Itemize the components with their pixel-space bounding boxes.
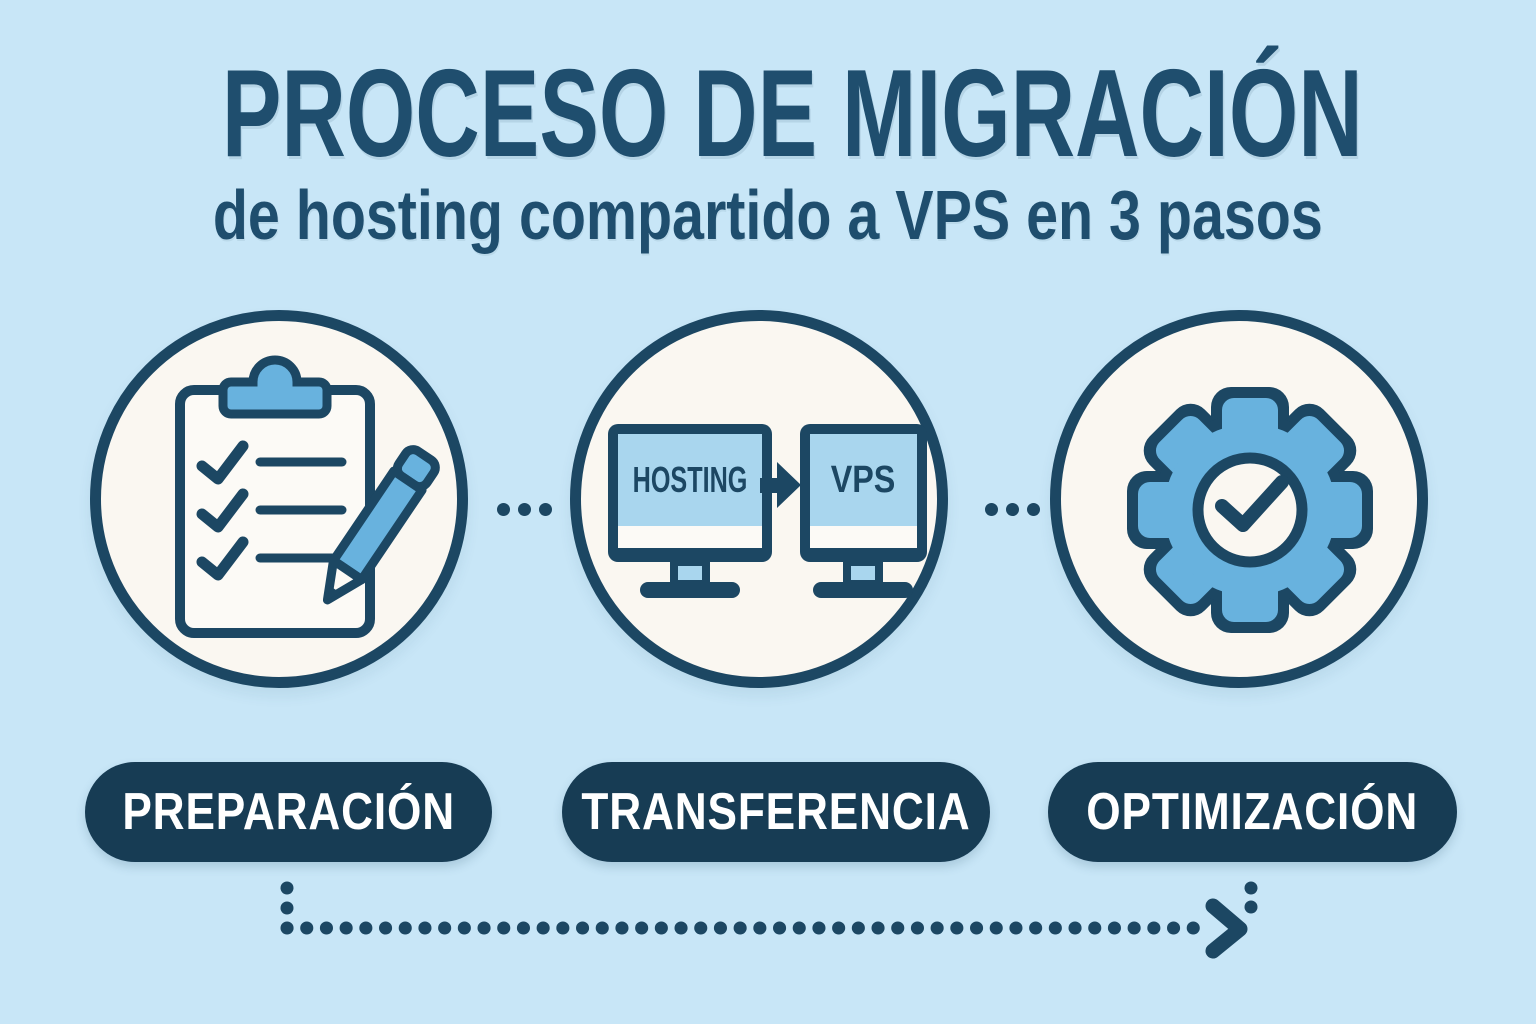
checklist-items <box>196 440 347 581</box>
inter-step-dots <box>985 503 1040 516</box>
hosting-monitor-icon: HOSTING <box>608 424 772 598</box>
checkmark-icon <box>196 536 249 581</box>
monitor-screen <box>618 434 762 526</box>
hosting-label: HOSTING <box>633 460 748 501</box>
vps-monitor-icon: VPS <box>800 424 927 598</box>
dot <box>497 503 510 516</box>
step-label-text: TRANSFERENCIA <box>581 783 971 841</box>
monitor-stand <box>670 558 710 588</box>
clipboard-clip <box>218 355 332 419</box>
step-circle-preparacion <box>90 310 468 688</box>
monitor-base <box>640 582 740 598</box>
checkmark-icon <box>196 440 249 485</box>
dot <box>985 503 998 516</box>
monitor-screen <box>810 434 917 526</box>
dot <box>539 503 552 516</box>
page-subtitle: de hosting compartido a VPS en 3 pasos <box>0 180 1536 250</box>
step-label-text: PREPARACIÓN <box>122 783 455 841</box>
hosting-to-vps-icon: HOSTING VPS <box>608 424 927 598</box>
monitor-base <box>813 582 913 598</box>
monitor-stand <box>843 558 883 588</box>
pencil-icon <box>322 445 440 605</box>
step-circle-optimizacion <box>1050 310 1428 688</box>
page-subtitle-text: de hosting compartido a VPS en 3 pasos <box>213 176 1323 254</box>
step-connector-dotted-arrow <box>280 881 1258 959</box>
dot <box>1027 503 1040 516</box>
checkmark-icon <box>196 488 249 533</box>
connector-corner-dots <box>280 881 1258 915</box>
page-title: PROCESO DE MIGRACIÓN <box>0 52 1536 176</box>
clipboard-checklist-icon <box>175 355 440 638</box>
step-label-transferencia: TRANSFERENCIA <box>562 762 990 862</box>
step-label-optimizacion: OPTIMIZACIÓN <box>1048 762 1457 862</box>
arrowhead-chevron-icon <box>1205 898 1248 959</box>
inter-step-dots <box>497 503 552 516</box>
dot <box>1006 503 1019 516</box>
step-circle-transferencia: HOSTING VPS <box>570 310 948 688</box>
gear-checkmark-icon <box>1127 387 1373 633</box>
checkmark-icon <box>1215 475 1289 532</box>
vps-label: VPS <box>831 459 896 501</box>
page-title-text: PROCESO DE MIGRACIÓN <box>221 45 1363 183</box>
migration-arrow-icon <box>760 462 801 508</box>
step-label-preparacion: PREPARACIÓN <box>85 762 492 862</box>
dot <box>518 503 531 516</box>
step-label-text: OPTIMIZACIÓN <box>1086 783 1419 841</box>
pencil-lead <box>327 585 340 600</box>
